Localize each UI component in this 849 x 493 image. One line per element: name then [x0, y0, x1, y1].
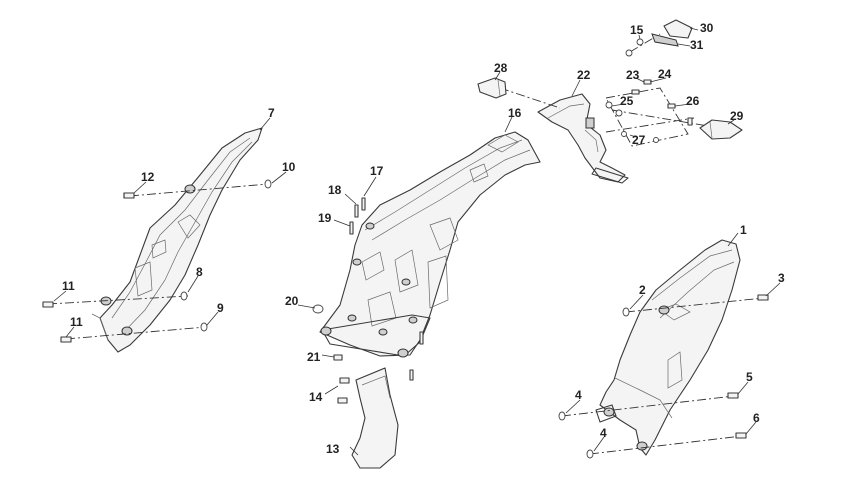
screw-icon [349, 221, 354, 235]
callout-30: 30 [700, 21, 714, 35]
nut-icon [621, 131, 627, 137]
washer-icon [586, 449, 594, 459]
grommet-icon [121, 326, 133, 336]
grommet-icon [378, 328, 388, 336]
left-turn-signal [477, 77, 507, 99]
grommet-icon [397, 348, 409, 358]
fender-fasteners [312, 197, 424, 381]
grommet-icon [347, 314, 357, 322]
callout-10: 10 [282, 160, 296, 174]
callout-11a: 11 [62, 279, 75, 293]
washer-icon [615, 109, 623, 117]
callout-17: 17 [370, 164, 384, 178]
screw-icon [409, 369, 414, 381]
grommet-icon [320, 326, 332, 336]
left-side-cover [91, 127, 263, 353]
right-turn-signal [699, 119, 743, 140]
callout-25: 25 [620, 94, 634, 108]
nut-icon [625, 49, 633, 57]
grommet-icon [401, 278, 411, 286]
callout-16: 16 [508, 106, 522, 120]
callout-26: 26 [686, 94, 700, 108]
plate-frame [499, 33, 721, 147]
rear-fender [319, 131, 541, 358]
grommet-icon [184, 184, 196, 194]
callout-15: 15 [630, 23, 644, 37]
washer-icon [180, 291, 188, 301]
screw-icon [123, 192, 135, 199]
callout-2: 2 [639, 283, 646, 297]
callout-7: 7 [268, 106, 275, 120]
washer-icon [200, 322, 208, 332]
callout-4a: 4 [575, 388, 582, 402]
license-light [625, 19, 693, 57]
washer-icon [605, 101, 613, 109]
callout-23: 23 [626, 68, 640, 82]
callout-14: 14 [309, 390, 323, 404]
leader-lines [53, 27, 781, 456]
screw-icon [727, 392, 739, 399]
grommet-icon [658, 305, 670, 315]
grommet-icon [365, 222, 375, 230]
callout-4b: 4 [600, 426, 607, 440]
callout-18: 18 [328, 183, 342, 197]
washer-icon [264, 179, 272, 189]
grommet-icon [408, 316, 418, 324]
screw-icon [667, 103, 676, 109]
right-cover-fasteners [558, 294, 769, 459]
bracket-icon [585, 117, 595, 129]
callout-labels: 1 2 3 4 4 5 6 7 8 9 10 11 11 12 13 14 15… [62, 21, 785, 456]
washer-icon [622, 307, 630, 317]
right-side-cover [595, 239, 741, 456]
callout-1: 1 [740, 223, 747, 237]
callout-28: 28 [494, 61, 508, 75]
callout-27: 27 [632, 133, 646, 147]
screw-icon [361, 197, 366, 211]
callout-19: 19 [318, 211, 332, 225]
screw-icon [631, 89, 640, 95]
mud-flap [337, 367, 399, 469]
callout-20: 20 [285, 294, 299, 308]
screw-icon [419, 331, 424, 345]
callout-24: 24 [658, 67, 672, 81]
grommet-icon [636, 441, 648, 451]
screw-icon [60, 336, 72, 343]
screw-icon [42, 301, 54, 308]
screw-icon [339, 377, 350, 384]
screw-icon [757, 294, 769, 301]
callout-6: 6 [753, 411, 760, 425]
callout-12: 12 [141, 170, 155, 184]
screw-icon [735, 432, 747, 439]
callout-5: 5 [746, 370, 753, 384]
grommet-icon [352, 258, 362, 266]
callout-21: 21 [307, 350, 321, 364]
washer-icon [558, 411, 566, 421]
callout-3: 3 [778, 271, 785, 285]
screw-icon [687, 117, 693, 126]
washer-icon [312, 304, 324, 314]
screw-icon [337, 397, 348, 404]
license-plate-holder [537, 93, 629, 184]
nut-icon [653, 137, 659, 143]
callout-31: 31 [690, 38, 704, 52]
screw-icon [354, 204, 359, 218]
plate-hardware [605, 79, 693, 143]
callout-11b: 11 [70, 315, 83, 329]
callout-22: 22 [577, 68, 591, 82]
callout-29: 29 [730, 109, 744, 123]
callout-9: 9 [217, 301, 224, 315]
screw-icon [333, 354, 343, 361]
screw-icon [643, 79, 652, 85]
callout-13: 13 [326, 442, 340, 456]
nut-icon [636, 38, 644, 46]
grommet-icon [603, 407, 615, 417]
callout-8: 8 [196, 265, 203, 279]
